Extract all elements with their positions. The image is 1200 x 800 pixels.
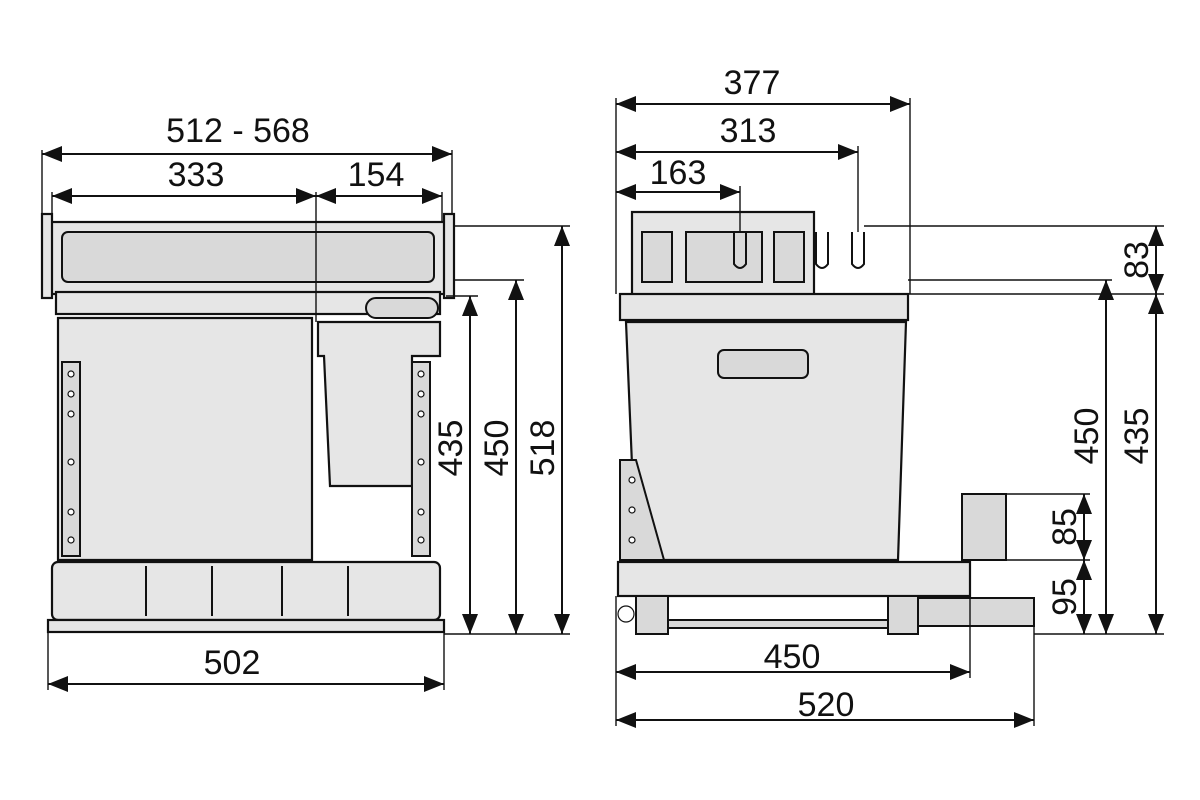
label-518: 518 — [524, 420, 562, 477]
label-435-front: 435 — [432, 420, 470, 477]
front-side-flange-left — [40, 212, 54, 300]
label-154: 154 — [348, 156, 405, 194]
front-view: 512 - 568 333 154 502 435 450 518 — [40, 112, 570, 692]
side-view: 377 313 163 83 450 435 85 95 450 520 — [615, 64, 1164, 728]
label-83: 83 — [1118, 241, 1156, 279]
side-hook-slot-1 — [641, 231, 673, 283]
front-base-foot — [46, 618, 446, 634]
side-hooks — [733, 232, 865, 269]
label-313: 313 — [720, 112, 777, 150]
side-base-foot-right — [887, 595, 919, 635]
front-post-holes — [67, 370, 425, 544]
side-hook-slot-2 — [685, 231, 763, 283]
label-450-side: 450 — [1068, 408, 1106, 465]
side-wheel — [617, 605, 635, 623]
side-hook-slot-3 — [773, 231, 805, 283]
side-step-block — [961, 493, 1007, 561]
side-bin-handle — [717, 349, 809, 379]
side-base-rail — [667, 619, 889, 629]
label-333: 333 — [168, 156, 225, 194]
side-top-shelf — [618, 292, 910, 322]
side-bracket — [619, 459, 666, 561]
front-top-rail — [54, 290, 442, 316]
label-95: 95 — [1046, 578, 1084, 616]
side-base — [616, 560, 972, 598]
front-base-dividers — [145, 566, 349, 616]
label-520: 520 — [798, 686, 855, 724]
label-450-bottom: 450 — [764, 638, 821, 676]
label-377: 377 — [724, 64, 781, 102]
front-small-bin-handle — [365, 297, 439, 319]
side-rear-ext — [917, 597, 1035, 627]
label-85: 85 — [1046, 508, 1084, 546]
label-435-side: 435 — [1118, 408, 1156, 465]
front-large-bin — [56, 316, 314, 562]
label-502: 502 — [204, 644, 261, 682]
label-163: 163 — [650, 154, 707, 192]
front-base-tray — [50, 560, 442, 622]
front-side-flange-right — [442, 212, 456, 300]
side-base-foot-left — [635, 595, 669, 635]
front-top-tray — [61, 231, 435, 283]
label-450-front: 450 — [478, 420, 516, 477]
label-512-568: 512 - 568 — [166, 112, 310, 150]
